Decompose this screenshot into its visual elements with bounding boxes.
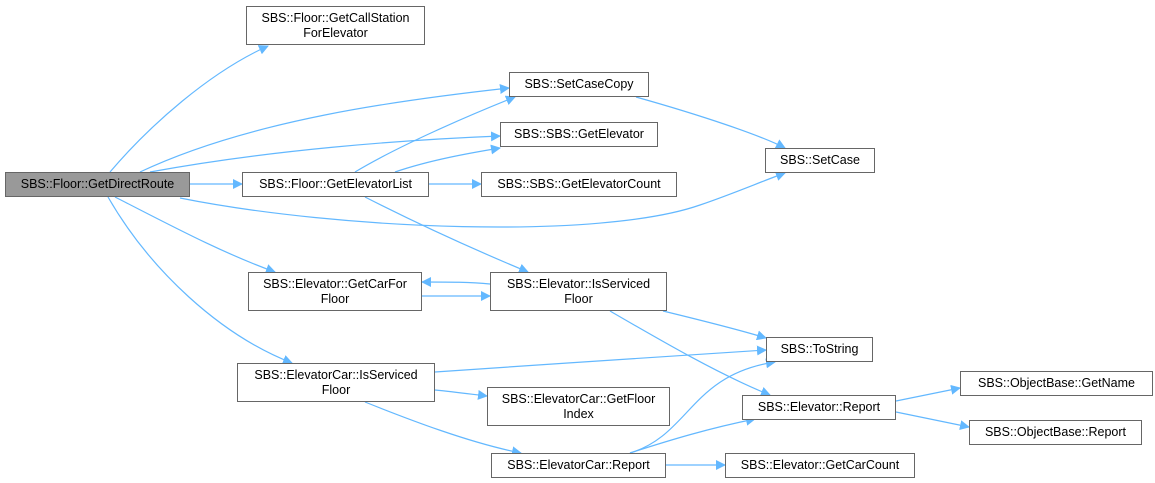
node-elevator-isservicedfloor[interactable]: SBS::Elevator::IsServiced Floor [490, 272, 667, 311]
node-elevator-getcarforfloor[interactable]: SBS::Elevator::GetCarFor Floor [248, 272, 422, 311]
node-setcasecopy[interactable]: SBS::SetCaseCopy [509, 72, 649, 97]
node-floor-getelevatorlist[interactable]: SBS::Floor::GetElevatorList [242, 172, 429, 197]
edge-list-setcasecopy [354, 95, 516, 173]
edge-root-setcase [179, 171, 786, 228]
edge-root-getcarforfloor [114, 196, 276, 274]
node-setcase[interactable]: SBS::SetCase [765, 148, 875, 173]
edge-carreport-tostring [629, 358, 776, 454]
edge-root-callstation [109, 45, 269, 173]
edge-elevreport-objreport [895, 411, 970, 431]
node-elevator-getcarcount[interactable]: SBS::Elevator::GetCarCount [725, 453, 915, 478]
node-sbs-getelevatorcount[interactable]: SBS::SBS::GetElevatorCount [481, 172, 677, 197]
edge-list-getelevator [394, 144, 501, 173]
edge-elevreport-getname [895, 384, 961, 402]
edge-carreport-elevreport [629, 415, 756, 454]
edge-setcasecopy-setcase [635, 96, 786, 149]
edge-elevisserv-getcarfor [421, 277, 491, 288]
node-elevator-report[interactable]: SBS::Elevator::Report [742, 395, 896, 420]
node-floor-getdirectroute: SBS::Floor::GetDirectRoute [5, 172, 190, 197]
node-objectbase-report[interactable]: SBS::ObjectBase::Report [969, 420, 1142, 445]
node-sbs-getelevator[interactable]: SBS::SBS::GetElevator [500, 122, 658, 147]
edge-elevisserv-elevreport [609, 310, 771, 397]
node-objectbase-getname[interactable]: SBS::ObjectBase::GetName [960, 371, 1153, 396]
edge-elevisserv-tostring [662, 310, 767, 341]
edge-root-setcasecopy [139, 84, 510, 173]
edge-carisserv-getfloorindex [434, 389, 488, 400]
node-elevatorcar-getfloorindex[interactable]: SBS::ElevatorCar::GetFloor Index [487, 387, 670, 426]
node-elevatorcar-report[interactable]: SBS::ElevatorCar::Report [491, 453, 666, 478]
edge-list-elev-isserviced [364, 196, 529, 274]
node-elevatorcar-isservicedfloor[interactable]: SBS::ElevatorCar::IsServiced Floor [237, 363, 435, 402]
node-tostring[interactable]: SBS::ToString [766, 337, 873, 362]
edge-root-getelevator [149, 131, 501, 173]
edge-carisserv-tostring [434, 345, 767, 373]
edge-carisserv-carreport [364, 401, 522, 457]
edge-root-car-isserviced [107, 196, 293, 365]
node-floor-getcallstationforelevator[interactable]: SBS::Floor::GetCallStation ForElevator [246, 6, 425, 45]
